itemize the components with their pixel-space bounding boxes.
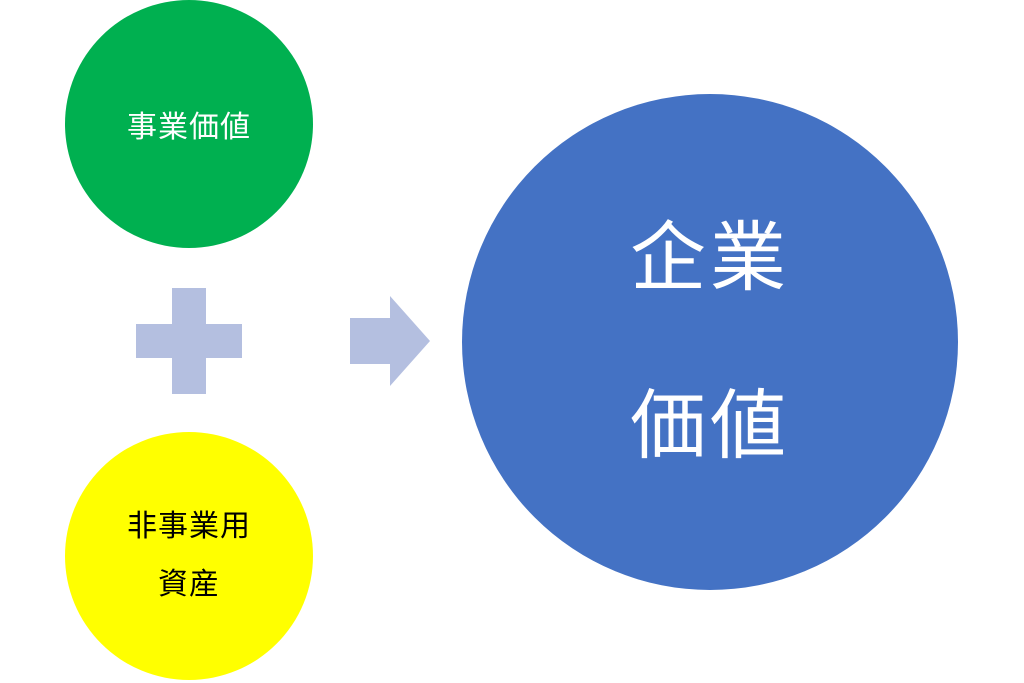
enterprise-value-circle: 企業 価値 xyxy=(462,94,958,590)
plus-icon xyxy=(136,288,242,394)
non-business-assets-label-line-2: 資産 xyxy=(158,567,220,602)
non-business-assets-label-line-1: 非事業用 xyxy=(127,509,251,544)
enterprise-value-label-line-2: 価値 xyxy=(630,381,790,470)
plus-shape xyxy=(136,288,242,394)
enterprise-value-label-line-1: 企業 xyxy=(630,213,790,302)
business-value-circle: 事業価値 xyxy=(65,0,313,248)
non-business-assets-circle: 非事業用 資産 xyxy=(65,432,313,680)
business-value-label: 事業価値 xyxy=(127,110,251,145)
right-arrow-icon xyxy=(350,296,430,386)
arrow-shape xyxy=(350,296,430,386)
